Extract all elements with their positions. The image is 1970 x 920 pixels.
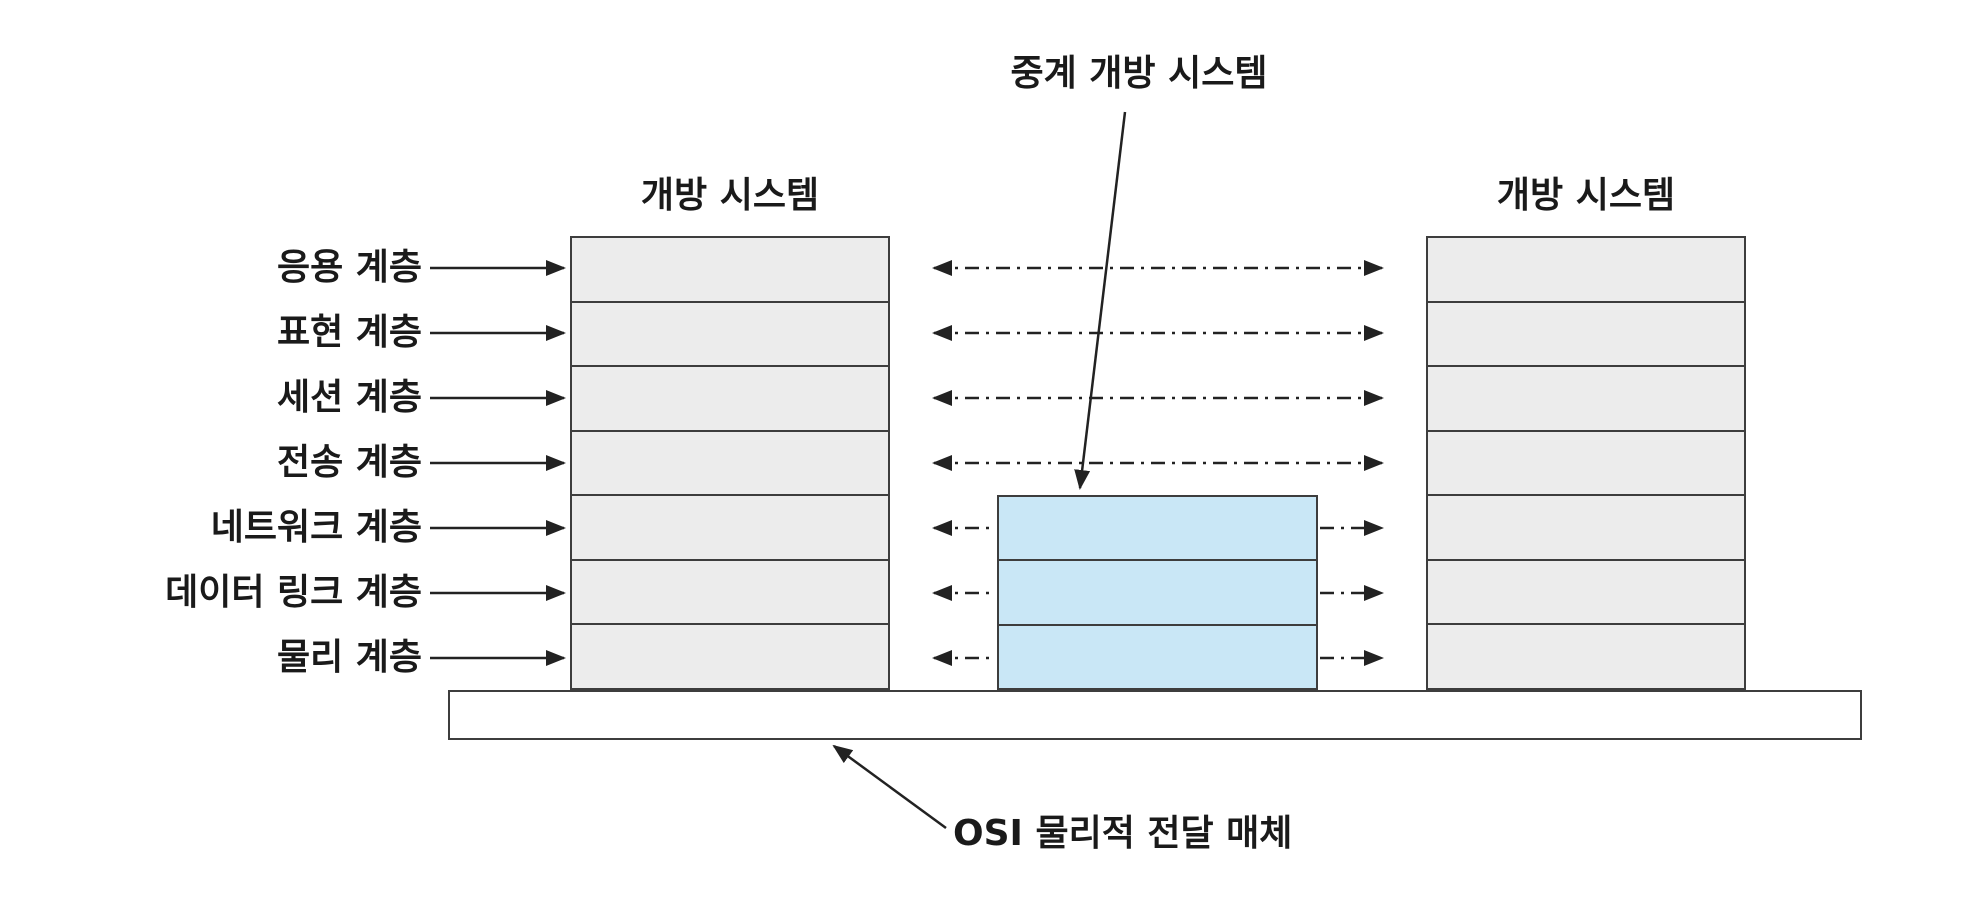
layer-box xyxy=(572,496,888,561)
layer-box xyxy=(572,560,888,626)
relay-layer-box xyxy=(999,497,1316,562)
layer-label-arrows xyxy=(430,260,566,666)
relay-layer-box xyxy=(999,625,1316,688)
layer-box xyxy=(1428,302,1744,368)
layer-box xyxy=(1428,367,1744,432)
peer-connection-lines-upper xyxy=(932,260,1384,471)
physical-medium-bar xyxy=(448,690,1862,740)
layer-box xyxy=(572,431,888,497)
layer-label-application: 응용 계층 xyxy=(276,247,422,288)
relay-layer-box xyxy=(999,561,1316,626)
layer-box xyxy=(572,238,888,303)
layer-label-datalink: 데이터 링크 계층 xyxy=(165,572,422,613)
medium-label: OSI 물리적 전달 매체 xyxy=(953,813,1293,854)
right-open-system-stack xyxy=(1426,236,1746,690)
layer-box xyxy=(1428,625,1744,689)
layer-box xyxy=(1428,496,1744,561)
left-open-system-stack xyxy=(570,236,890,690)
layer-box xyxy=(572,625,888,689)
left-system-title: 개방 시스템 xyxy=(640,175,820,216)
layer-box xyxy=(572,367,888,432)
layer-box xyxy=(1428,238,1744,303)
layer-label-session: 세션 계층 xyxy=(276,377,422,418)
layer-label-network: 네트워크 계층 xyxy=(210,507,422,548)
relay-pointer-arrow xyxy=(1074,111,1127,490)
layer-box xyxy=(572,302,888,368)
layer-label-transport: 전송 계층 xyxy=(276,442,422,483)
layer-label-physical: 물리 계층 xyxy=(276,637,422,678)
layer-label-presentation: 표현 계층 xyxy=(276,312,422,353)
right-system-title: 개방 시스템 xyxy=(1496,175,1676,216)
layer-box xyxy=(1428,431,1744,497)
relay-open-system-stack xyxy=(997,495,1318,690)
layer-box xyxy=(1428,560,1744,626)
relay-system-title: 중계 개방 시스템 xyxy=(1010,53,1268,94)
medium-pointer-arrow xyxy=(832,744,947,830)
